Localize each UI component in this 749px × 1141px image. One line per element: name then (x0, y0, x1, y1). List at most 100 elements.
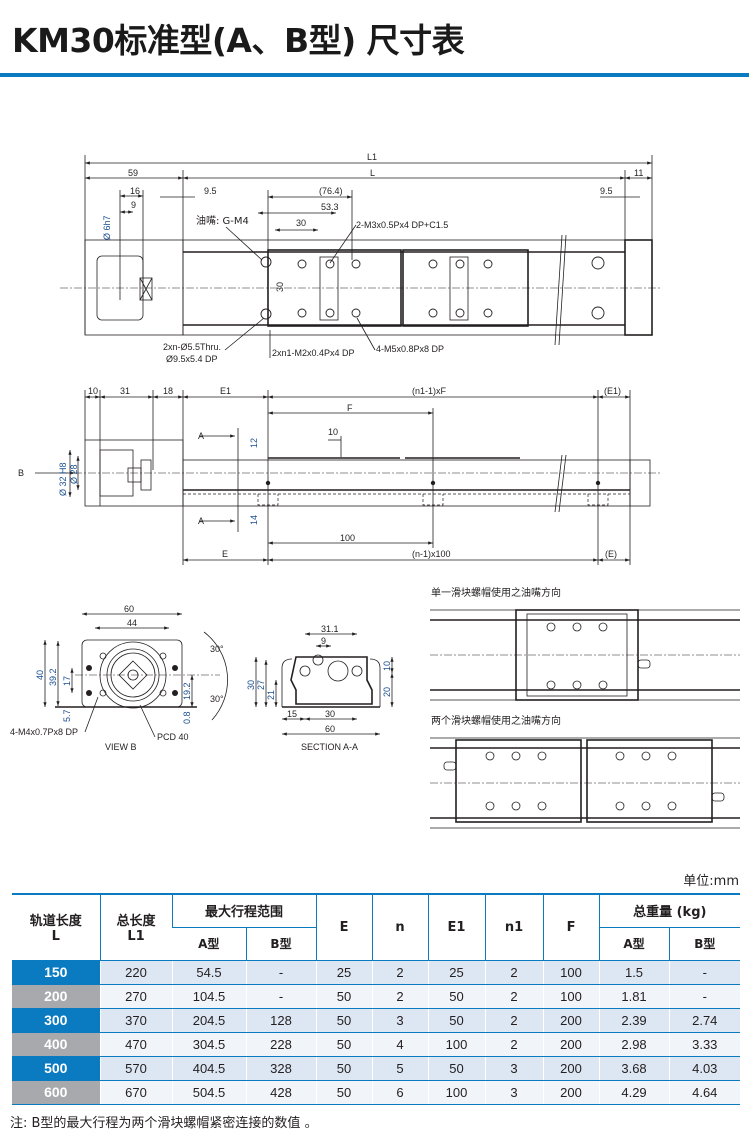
dimension-drawing: L1 59 L 11 16 9 9.5 9.5 Ø 6h7 (76.4) 53.… (10, 152, 740, 829)
cell-n1: 3 (484, 1056, 544, 1081)
header-total-weight: 总重量 (kg) (598, 893, 741, 928)
cell-n: 6 (371, 1080, 429, 1105)
section-a-a: 31.1 9 30 27 21 10 20 15 30 60 SECTION A… (246, 624, 394, 752)
cell-L1: 670 (99, 1080, 172, 1105)
cell-E: 50 (315, 1056, 373, 1081)
header-max-stroke: 最大行程范围 (171, 893, 317, 928)
cell-w-a: 2.39 (598, 1008, 670, 1033)
cell-n1: 3 (484, 1080, 544, 1105)
cell-E: 50 (315, 1080, 373, 1105)
dim-27: 27 (256, 680, 266, 690)
section-marker-a-bottom: A (198, 516, 204, 526)
cell-n: 2 (371, 960, 429, 985)
cell-L: 600 (12, 1080, 100, 1105)
cell-L: 400 (12, 1032, 100, 1057)
dim-76-4: (76.4) (319, 186, 343, 196)
dim-10: 10 (382, 661, 392, 671)
cell-w-a: 1.5 (598, 960, 670, 985)
title-divider (0, 73, 749, 77)
cell-L: 200 (12, 984, 100, 1009)
dim-L: L (370, 168, 375, 178)
cell-n: 4 (371, 1032, 429, 1057)
cell-w-b: - (668, 984, 741, 1009)
header-n: n (371, 893, 429, 961)
oil-nipple-label: 油嘴: G-M4 (196, 214, 249, 227)
dim-n1-F: (n1-1)xF (412, 386, 447, 396)
dim-L1: L1 (367, 152, 377, 162)
dim-60: 60 (124, 604, 134, 614)
header-n1: n1 (484, 893, 544, 961)
dim-10-pad: 10 (328, 427, 338, 437)
dim-5-7: 5.7 (62, 709, 72, 722)
double-block-label: 两个滑块螺帽使用之油嘴方向 (431, 714, 561, 727)
cell-w-a: 3.68 (598, 1056, 670, 1081)
dim-E1: E1 (220, 386, 231, 396)
cell-F: 200 (542, 1080, 600, 1105)
angle-30-top: 30° (210, 644, 224, 654)
cell-stroke-a: 504.5 (171, 1080, 246, 1105)
cell-n: 2 (371, 984, 429, 1009)
view-b: 60 44 40 39.2 17 5.7 19.2 0.8 30° 30° 4-… (10, 604, 228, 752)
dim-16: 16 (130, 186, 140, 196)
dim-9: 9 (131, 200, 136, 210)
cell-L1: 220 (99, 960, 172, 985)
note-m3: 2-M3x0.5Px4 DP+C1.5 (356, 220, 448, 230)
dim-12: 12 (249, 438, 259, 448)
view-b-caption: VIEW B (105, 742, 137, 752)
note-m4: 4-M4x0.7Px8 DP (10, 727, 78, 737)
cell-w-b: 2.74 (668, 1008, 741, 1033)
cell-E1: 50 (427, 1008, 486, 1033)
header-stroke-b: B型 (245, 927, 317, 961)
dim-59: 59 (128, 168, 138, 178)
cell-w-b: 3.33 (668, 1032, 741, 1057)
cell-w-b: - (668, 960, 741, 985)
unit-label: 单位:mm (683, 874, 739, 889)
side-view: 10 31 18 E1 (n1-1)xF (E1) F 10 12 14 A A… (18, 386, 660, 565)
cell-n1: 2 (484, 984, 544, 1009)
cell-w-a: 1.81 (598, 984, 670, 1009)
dim-21: 21 (266, 690, 276, 700)
dim-60: 60 (325, 724, 335, 734)
cell-stroke-a: 404.5 (171, 1056, 246, 1081)
dim-F: F (347, 403, 353, 413)
dim-10: 10 (88, 386, 98, 396)
cell-n: 5 (371, 1056, 429, 1081)
cell-w-b: 4.64 (668, 1080, 741, 1105)
note-m5: 4-M5x0.8Px8 DP (376, 344, 444, 354)
dim-9-5-left: 9.5 (204, 186, 217, 196)
dim-28: Ø 28 (69, 464, 79, 484)
pcd-label: PCD 40 (157, 732, 189, 742)
cell-n1: 2 (484, 1032, 544, 1057)
header-weight-a: A型 (598, 927, 670, 961)
dim-44: 44 (127, 618, 137, 628)
cell-n: 3 (371, 1008, 429, 1033)
dim-shaft-dia: Ø 6h7 (102, 215, 112, 240)
dim-100: 100 (340, 533, 355, 543)
cell-stroke-b: 428 (245, 1080, 317, 1105)
cell-F: 100 (542, 960, 600, 985)
cell-L1: 470 (99, 1032, 172, 1057)
section-caption: SECTION A-A (301, 742, 358, 752)
footnote: 注: B型的最大行程为两个滑块螺帽紧密连接的数值 。 (10, 1116, 318, 1131)
cell-E1: 100 (427, 1032, 486, 1057)
cell-E1: 50 (427, 1056, 486, 1081)
cell-w-a: 4.29 (598, 1080, 670, 1105)
single-block-diagram: 单一滑块螺帽使用之油嘴方向 (430, 586, 740, 701)
cell-E: 50 (315, 1032, 373, 1057)
cell-F: 200 (542, 1056, 600, 1081)
cell-stroke-a: 104.5 (171, 984, 246, 1009)
dim-40: 40 (35, 670, 45, 680)
dim-14: 14 (249, 515, 259, 525)
view-marker-b: B (18, 468, 24, 478)
dim-18: 18 (163, 386, 173, 396)
dim-E: E (222, 549, 228, 559)
cell-F: 200 (542, 1008, 600, 1033)
cell-E: 50 (315, 984, 373, 1009)
note-thru-2: Ø9.5x5.4 DP (166, 354, 218, 364)
dim-30-vertical: 30 (275, 282, 285, 292)
cell-L1: 570 (99, 1056, 172, 1081)
